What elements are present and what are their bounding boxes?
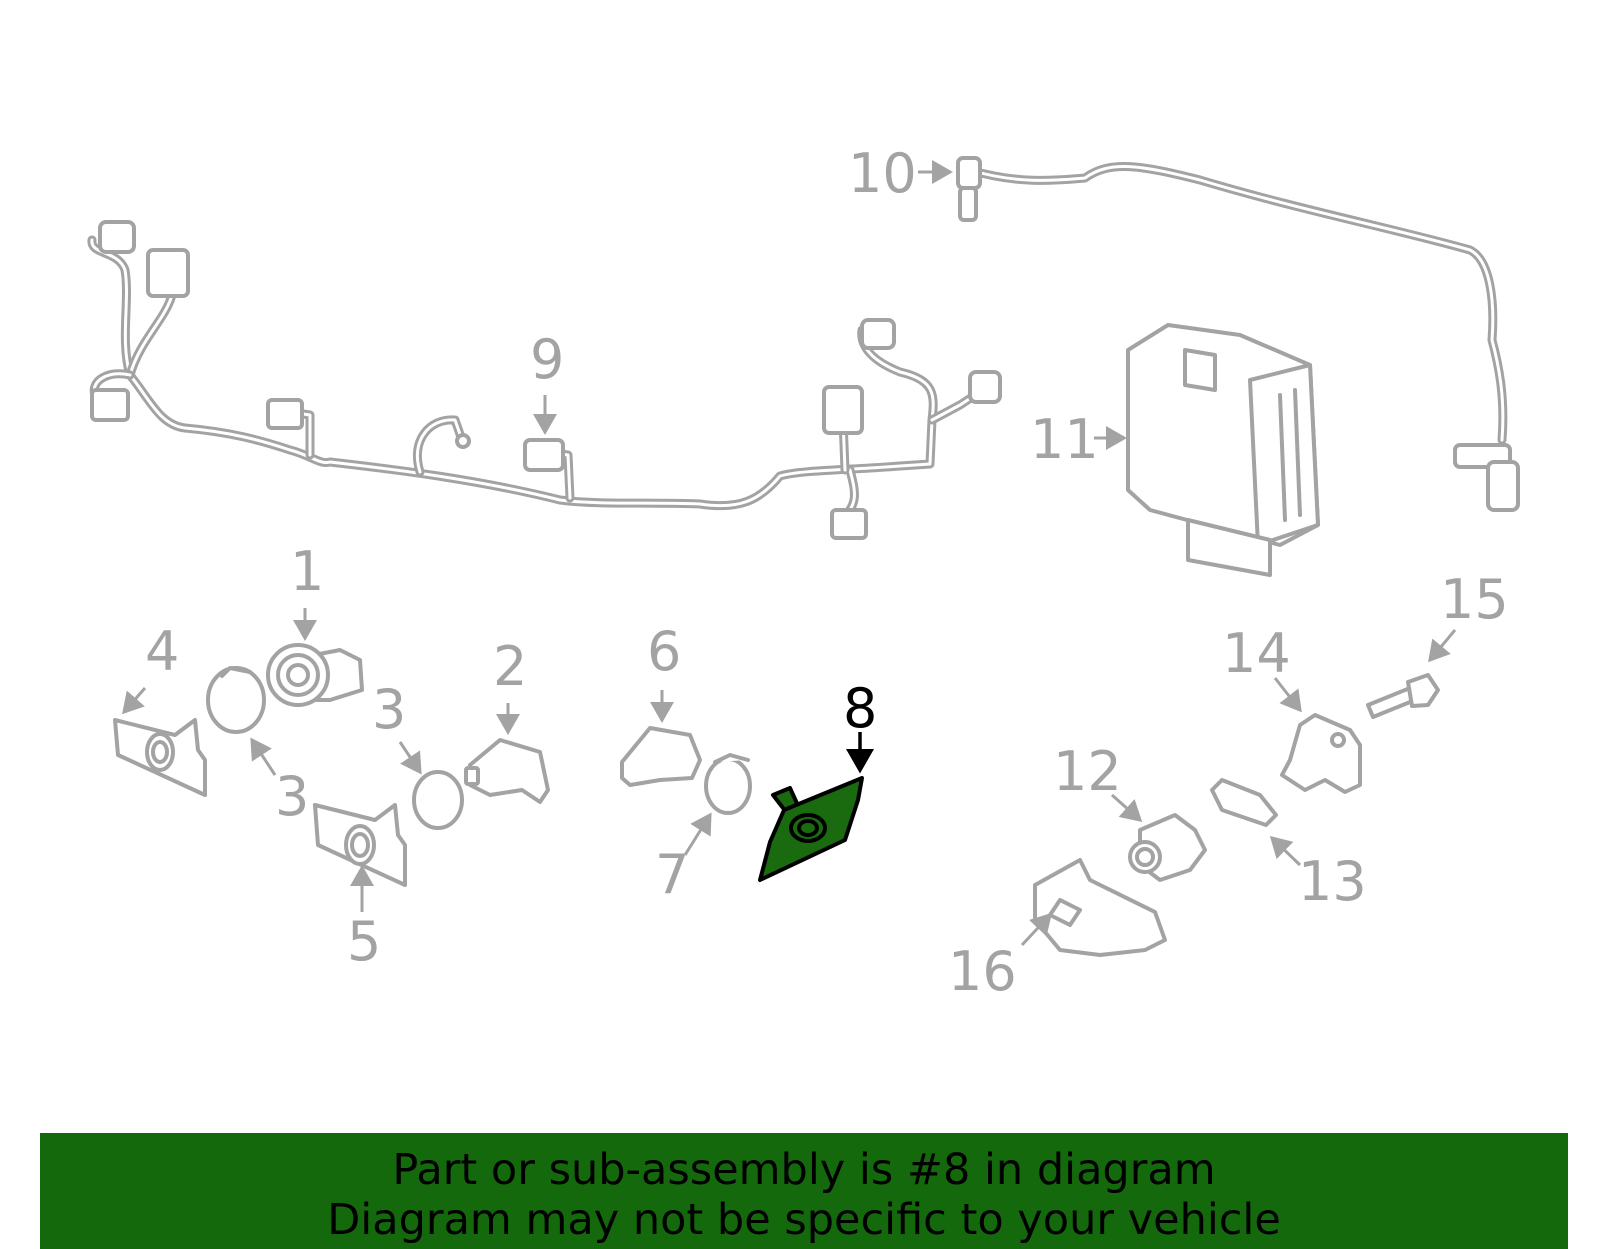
callout-5: 5	[347, 910, 381, 973]
callout-14: 14	[1222, 622, 1291, 685]
part-7-ring	[704, 753, 752, 815]
callout-8: 8	[843, 677, 877, 740]
part-3-ring-middle	[412, 770, 464, 830]
callout-3-left: 3	[275, 765, 309, 828]
part-8-bracket-highlighted	[758, 776, 864, 882]
callout-1: 1	[290, 540, 324, 603]
callout-13: 13	[1298, 850, 1367, 913]
callout-15: 15	[1440, 568, 1509, 631]
part-2-sensor	[464, 738, 550, 804]
callout-2: 2	[493, 635, 527, 698]
callout-3-middle: 3	[372, 678, 406, 741]
callout-10: 10	[848, 142, 917, 205]
part-notice-banner: Part or sub-assembly is #8 in diagram Di…	[40, 1133, 1568, 1249]
part-12-camera	[1128, 813, 1207, 882]
part-3-ring-left	[206, 666, 266, 734]
callout-16: 16	[948, 940, 1017, 1003]
callout-4: 4	[145, 620, 179, 683]
part-10-sensor-cable	[956, 156, 1520, 512]
callout-labels: 1 2 3 3 4 5 6 7 8 9 10 11 12 13 14 15 16	[145, 142, 1509, 1003]
part-11-control-module	[1126, 323, 1320, 577]
part-14-mount	[1280, 713, 1362, 794]
callout-9: 9	[530, 328, 564, 391]
banner-line-part-number: Part or sub-assembly is #8 in diagram	[392, 1145, 1216, 1195]
part-15-bolt	[1366, 673, 1440, 719]
banner-line-disclaimer: Diagram may not be specific to your vehi…	[327, 1195, 1281, 1245]
callout-7: 7	[655, 843, 689, 906]
leader-lines	[122, 160, 1457, 947]
part-4-bracket	[113, 718, 207, 797]
callout-6: 6	[647, 620, 681, 683]
part-1-sensor	[266, 643, 364, 707]
part-13-bracket	[1210, 778, 1278, 827]
callout-11: 11	[1030, 408, 1099, 471]
part-16-cover	[1033, 858, 1167, 957]
part-6-sensor	[620, 726, 702, 787]
callout-12: 12	[1053, 740, 1122, 803]
wiring-harness	[87, 220, 1002, 540]
part-5-bracket	[313, 803, 407, 887]
